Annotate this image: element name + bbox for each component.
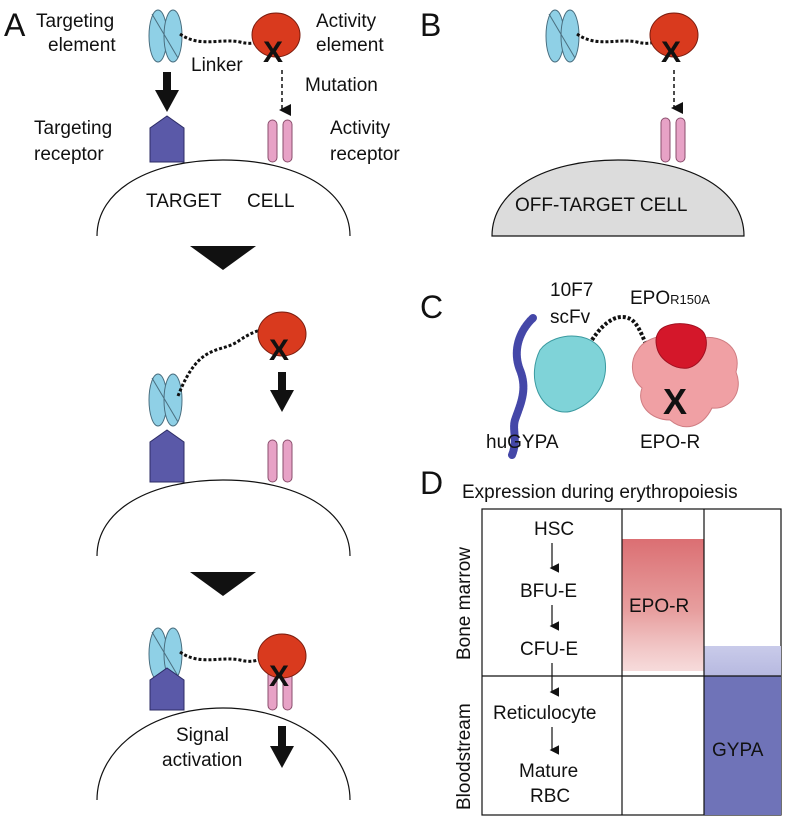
- activity-element-label-1: Activity: [316, 11, 377, 32]
- signal-arrow-icon: [270, 726, 294, 768]
- epo-sub-label: R150A: [670, 292, 710, 307]
- antibody-label-2: scFv: [550, 307, 591, 328]
- targeting-receptor-icon: [149, 115, 185, 163]
- bottom-linker-chain: [179, 650, 271, 663]
- bottom-target-cell: [96, 707, 351, 801]
- stage-hsc: HSC: [534, 519, 574, 540]
- middle-activity-receptor-icon: [267, 439, 293, 483]
- stage-bfu-e: BFU-E: [520, 581, 577, 602]
- panel-letter-c: C: [420, 289, 443, 325]
- panel-c: 10F7 scFv EPOR150A X huGYPA EPO-R: [486, 280, 739, 459]
- step-arrow-2: [190, 572, 256, 596]
- panel-b-activity-element-icon: X: [649, 12, 699, 69]
- activity-element-label-2: element: [316, 35, 384, 56]
- signal-activation-label-2: activation: [162, 750, 242, 771]
- activity-receptor-label-2: receptor: [330, 144, 400, 165]
- panel-b-targeting-element-icon: [545, 9, 580, 63]
- epo-main-label: EPO: [630, 288, 670, 309]
- gypa-expression-bar: [704, 676, 781, 815]
- bottom-activity-element-icon: X: [257, 633, 307, 693]
- bottom-mutation-x-mark: X: [269, 660, 289, 693]
- targeting-receptor-label-1: Targeting: [34, 118, 112, 139]
- panel-b-activity-receptor-icon: [660, 117, 686, 163]
- row-label-bone-marrow: Bone marrow: [454, 547, 475, 660]
- panel-d: Expression during erythropoiesis Bone ma…: [454, 482, 782, 816]
- target-cell-label-2: CELL: [247, 191, 295, 212]
- stage-mature: Mature: [519, 761, 578, 782]
- panel-letter-d: D: [420, 465, 443, 501]
- target-cell: [96, 159, 351, 237]
- panel-a-bottom: X Signal activation: [96, 627, 351, 801]
- middle-target-cell: [96, 479, 351, 557]
- binding-arrow-icon: [155, 72, 179, 112]
- linker-label: Linker: [191, 55, 243, 76]
- bottom-activity-receptor-icon: [267, 667, 293, 711]
- epo-mutant-label: EPOR150A: [630, 288, 710, 309]
- column-label-gypa: GYPA: [712, 740, 764, 761]
- epo-r-expression-bar: [622, 539, 704, 671]
- signal-activation-label-1: Signal: [176, 725, 229, 746]
- off-target-cell-label: OFF-TARGET CELL: [515, 195, 687, 216]
- activity-element-icon: X: [251, 12, 301, 69]
- middle-activity-element-icon: X: [257, 311, 307, 367]
- panel-b: X OFF-TARGET CELL: [491, 9, 745, 237]
- targeting-element-label-1: Targeting: [36, 11, 114, 32]
- stage-reticulocyte: Reticulocyte: [493, 703, 597, 724]
- middle-targeting-element-icon: [148, 373, 183, 427]
- row-label-bloodstream: Bloodstream: [454, 703, 475, 810]
- bottom-targeting-receptor-icon: [149, 667, 185, 711]
- middle-mutation-x-mark: X: [269, 334, 289, 367]
- middle-targeting-receptor-icon: [149, 429, 185, 483]
- epo-structure: [655, 323, 707, 369]
- hugypa-label: huGYPA: [486, 432, 559, 453]
- gypa-expression-fade: [704, 646, 781, 676]
- targeting-element-icon: [148, 9, 183, 63]
- activity-receptor-icon: [267, 119, 293, 163]
- targeting-receptor-label-2: receptor: [34, 144, 104, 165]
- scfv-structure: [533, 335, 607, 413]
- target-cell-label-1: TARGET: [146, 191, 222, 212]
- panel-c-mutation-x-mark: X: [663, 381, 687, 422]
- activity-receptor-label-1: Activity: [330, 118, 391, 139]
- hugypa-structure: [508, 314, 537, 459]
- targeting-element-label-2: element: [48, 35, 116, 56]
- step-arrow-1: [190, 246, 256, 270]
- epo-r-label: EPO-R: [640, 432, 700, 453]
- stage-rbc: RBC: [530, 786, 570, 807]
- middle-linker-chain: [176, 328, 263, 397]
- panel-d-title: Expression during erythropoiesis: [462, 482, 738, 503]
- off-target-cell: [491, 159, 745, 237]
- mutation-label: Mutation: [305, 75, 378, 96]
- mutation-x-mark: X: [263, 36, 283, 69]
- panel-b-mutation-x-mark: X: [661, 36, 681, 69]
- stage-cfu-e: CFU-E: [520, 639, 578, 660]
- panel-letter-a: A: [4, 7, 26, 43]
- middle-binding-arrow-icon: [270, 372, 294, 412]
- panel-a-middle: X: [96, 311, 351, 557]
- antibody-label-1: 10F7: [550, 280, 593, 301]
- column-label-epo-r: EPO-R: [629, 596, 689, 617]
- panel-letter-b: B: [420, 7, 441, 43]
- panel-a-top: Targeting element Activity element Linke…: [34, 9, 400, 237]
